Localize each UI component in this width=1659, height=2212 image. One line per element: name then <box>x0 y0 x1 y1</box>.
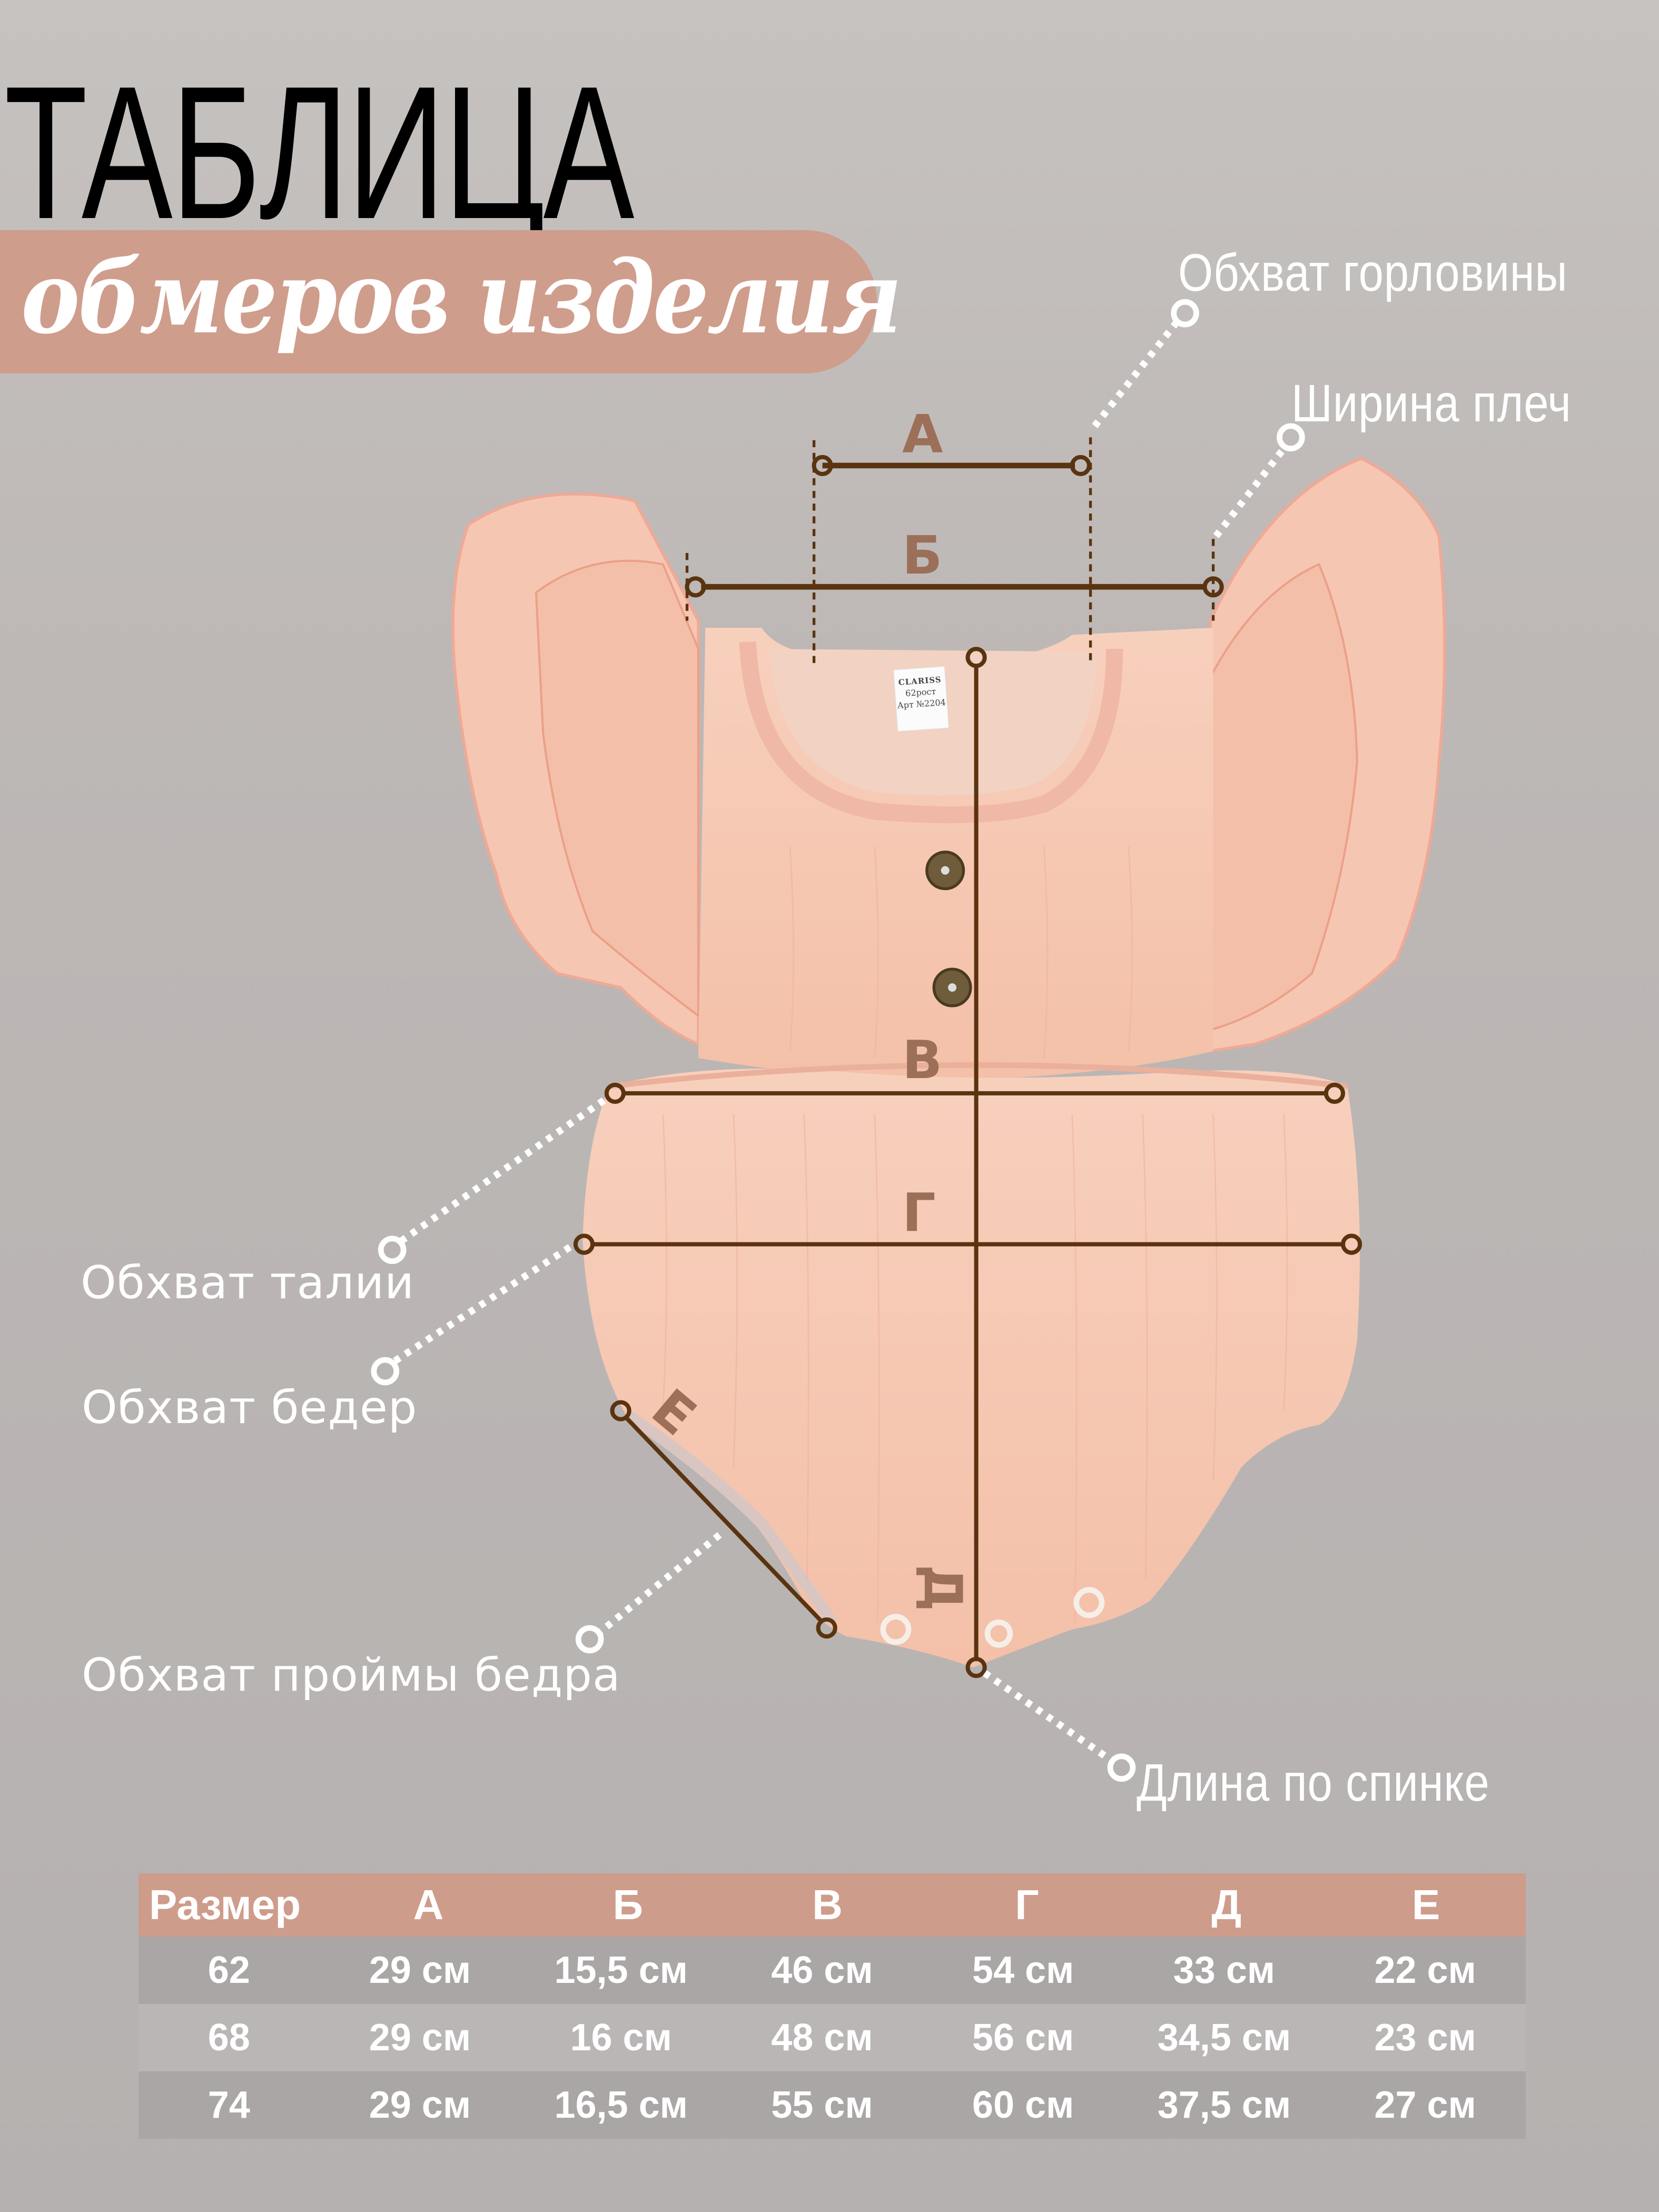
cell-size: 74 <box>208 2084 250 2126</box>
cell-a: 29 см <box>369 1949 471 1991</box>
measure-letter-g: Г <box>902 1182 936 1243</box>
neckline <box>739 641 1123 824</box>
table-row: 74 29 см 16,5 см 55 см 60 см 37,5 см 27 … <box>139 2071 1526 2139</box>
header-size: Размер <box>149 1881 301 1928</box>
cell-b: 16 см <box>570 2017 672 2059</box>
measure-lines <box>573 437 1362 1678</box>
callout-leaders <box>390 317 1287 1764</box>
callout-hips: Обхват бедер <box>82 1381 418 1434</box>
buttons <box>925 851 972 1008</box>
callout-shoulder-width: Ширина плеч <box>1291 374 1572 433</box>
cell-d: 34,5 см <box>1157 2017 1291 2059</box>
cell-size: 62 <box>208 1949 250 1991</box>
measure-letter-a: А <box>902 403 943 465</box>
header-b: Б <box>613 1881 643 1928</box>
callout-neck-circumference: Обхват горловины <box>1178 243 1568 302</box>
snaps <box>880 1587 1105 1648</box>
subtitle-banner <box>0 230 877 373</box>
page-title: ТАБЛИЦА <box>4 47 634 259</box>
callout-dots <box>371 299 1305 1782</box>
cell-e: 27 см <box>1374 2084 1476 2126</box>
table-header-row: Размер А Б В Г Д Е <box>139 1873 1526 1937</box>
cell-b: 16,5 см <box>554 2084 688 2126</box>
callout-leg-opening: Обхват проймы бедра <box>82 1649 621 1702</box>
cell-g: 54 см <box>972 1949 1074 1991</box>
cell-d: 33 см <box>1173 1949 1276 1991</box>
cell-size: 68 <box>208 2017 250 2059</box>
cell-v: 55 см <box>771 2084 873 2126</box>
page-subtitle: обмеров изделия <box>21 239 902 356</box>
cell-a: 29 см <box>369 2017 471 2059</box>
table-row: 68 29 см 16 см 48 см 56 см 34,5 см 23 см <box>139 2004 1526 2071</box>
measure-letter-v: В <box>902 1029 943 1091</box>
header-v: В <box>812 1881 843 1928</box>
measure-letter-d: Д <box>912 1564 974 1612</box>
left-sleeve-ruffle <box>451 492 700 1046</box>
size-table: Размер А Б В Г Д Е 62 29 см 15,5 см 46 с… <box>139 1873 1526 2139</box>
cell-g: 60 см <box>972 2084 1074 2126</box>
cell-e: 22 см <box>1374 1949 1476 1991</box>
header-d: Д <box>1211 1881 1242 1928</box>
callout-waist: Обхват талии <box>81 1257 414 1309</box>
table-row: 62 29 см 15,5 см 46 см 54 см 33 см 22 см <box>139 1937 1526 2004</box>
cell-v: 46 см <box>771 1949 873 1991</box>
measure-letter-b: Б <box>902 525 943 586</box>
callout-back-length: Длина по спинке <box>1137 1753 1490 1812</box>
cell-g: 56 см <box>972 2017 1074 2059</box>
bloomer <box>582 1069 1360 1668</box>
header-e: Е <box>1411 1881 1440 1928</box>
cell-v: 48 см <box>771 2017 873 2059</box>
cell-b: 15,5 см <box>554 1949 688 1991</box>
header-g: Г <box>1015 1881 1039 1928</box>
cell-d: 37,5 см <box>1157 2084 1291 2126</box>
header-a: А <box>413 1881 444 1928</box>
cell-e: 23 см <box>1374 2017 1476 2059</box>
clothing-tag: CLARISS 62рост Арт №2204 <box>893 666 949 732</box>
right-sleeve-ruffle <box>1209 457 1446 1053</box>
cell-a: 29 см <box>369 2084 471 2126</box>
